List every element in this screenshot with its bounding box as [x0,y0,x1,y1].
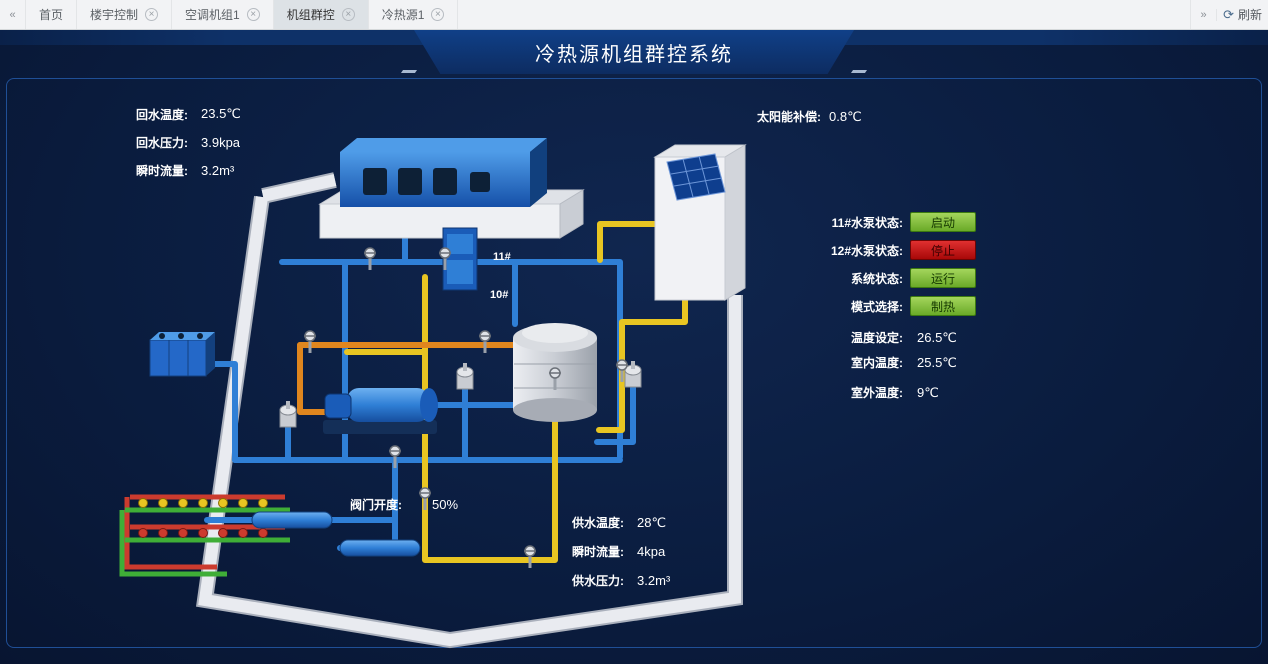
supply-water-metrics: 供水温度: 28℃ 瞬时流量: 4kpa 供水压力: 3.2m³ [560,508,670,595]
control-panel: 11#水泵状态: 启动 12#水泵状态: 停止 系统状态: 运行 模式选择: 制… [815,212,976,405]
return-water-metrics: 回水温度: 23.5℃ 回水压力: 3.9kpa 瞬时流量: 3.2m³ [118,100,241,184]
ahu-unit [318,138,585,239]
mode-select-row: 模式选择: 制热 [815,296,976,316]
tab-building-control[interactable]: 楼宇控制 × [77,0,173,29]
metric-label: 瞬时流量: [572,545,624,559]
metric-label: 回水压力: [136,135,188,150]
tab-bar: « 首页 楼宇控制 × 空调机组1 × 机组群控 × 冷热源1 × » ⟳ 刷新 [0,0,1268,30]
page-title: 冷热源机组群控系统 [535,43,733,66]
reading-value: 26.5℃ [917,329,957,345]
refresh-icon: ⟳ [1223,6,1234,22]
metric-row: 回水温度: 23.5℃ [118,100,241,128]
tab-list: 首页 楼宇控制 × 空调机组1 × 机组群控 × 冷热源1 × [26,0,1190,29]
close-icon[interactable]: × [431,8,445,21]
temperature-readings: 温度设定: 26.5℃ 室内温度: 25.5℃ 室外温度: 9℃ [815,325,976,405]
solar-panel [666,153,726,201]
refresh-label: 刷新 [1237,8,1262,22]
metric-row: 瞬时流量: 4kpa [560,537,670,566]
tab-unit-group-control[interactable]: 机组群控 × [273,0,369,29]
fan-coil-units [149,332,215,377]
reading-label: 室内温度: [851,356,903,370]
solar-compensation-metric: 太阳能补偿: 0.8℃ [757,108,862,125]
scada-main-view: 冷热源机组群控系统 [0,30,1268,664]
metric-label: 回水温度: [136,107,188,122]
page-title-plate: 冷热源机组群控系统 [414,30,854,74]
tab-home[interactable]: 首页 [26,0,78,29]
chiller-pump-unit [323,388,438,434]
close-icon[interactable]: × [246,8,260,21]
double-chevron-right-icon: » [1200,8,1207,21]
pump-12-status-button[interactable]: 停止 [910,240,976,260]
close-icon[interactable]: × [341,8,355,21]
scroll-tabs-left-button[interactable]: « [0,0,26,29]
double-chevron-left-icon: « [9,8,16,21]
room-walls [195,172,743,649]
scroll-tabs-right-button[interactable]: » [1191,8,1218,21]
system-status-button[interactable]: 运行 [910,268,976,288]
solar-tank-unit [653,144,747,301]
metric-label: 太阳能补偿: [757,110,821,124]
metric-label: 阀门开度: [350,498,402,512]
metric-label: 供水压力: [572,574,624,588]
tab-label: 冷热源1 [381,8,425,22]
refresh-button[interactable]: ⟳ 刷新 [1217,6,1268,23]
metric-value: 3.2m³ [201,162,235,178]
status-label: 12#水泵状态: [830,243,903,258]
tab-label: 楼宇控制 [90,8,139,22]
metric-value: 0.8℃ [829,108,862,124]
reading-label: 室外温度: [851,386,903,400]
metric-value: 3.9kpa [201,134,241,150]
distribution-manifold [119,494,290,577]
metric-value: 3.2m³ [637,573,671,588]
tab-cold-heat-source-1[interactable]: 冷热源1 × [369,0,459,29]
valve-opening-metric: 阀门开度: 50% [350,496,458,513]
tab-label: 空调机组1 [185,8,240,22]
metric-value: 4kpa [637,544,666,559]
indoor-temperature-row: 室内温度: 25.5℃ [815,350,976,375]
storage-tank [513,323,597,422]
set-temperature-row: 温度设定: 26.5℃ [815,325,976,350]
pump-11-status-row: 11#水泵状态: 启动 [815,212,976,232]
air-separators [251,511,421,557]
reading-value: 25.5℃ [917,354,957,370]
system-status-row: 系统状态: 运行 [815,268,976,288]
reading-label: 温度设定: [851,331,903,345]
metric-row: 回水压力: 3.9kpa [118,128,241,156]
outdoor-temperature-row: 室外温度: 9℃ [815,380,976,405]
metric-label: 瞬时流量: [136,163,188,178]
control-cabinet [442,227,478,291]
tab-ahu-1[interactable]: 空调机组1 × [172,0,274,29]
metric-value: 50% [432,497,459,512]
banner-accent-right [850,70,868,73]
pump-10-label: 10# [490,289,508,301]
reading-value: 9℃ [917,384,939,400]
status-label: 11#水泵状态: [831,215,903,230]
close-icon[interactable]: × [145,8,159,21]
pump-11-label: 11# [493,251,511,263]
metric-row: 供水温度: 28℃ [560,508,670,537]
metric-row: 供水压力: 3.2m³ [560,566,670,595]
metric-row: 瞬时流量: 3.2m³ [118,156,241,184]
metric-value: 28℃ [637,514,667,530]
pump-12-status-row: 12#水泵状态: 停止 [815,240,976,260]
plant-room-diagram: 11# 10# [119,138,747,649]
banner-accent-left [400,70,418,73]
tab-bar-right-controls: » ⟳ 刷新 [1190,0,1268,29]
pump-11-status-button[interactable]: 启动 [910,212,976,232]
metric-value: 23.5℃ [201,106,241,121]
status-label: 系统状态: [851,271,903,286]
status-label: 模式选择: [851,299,903,314]
metric-label: 供水温度: [572,516,624,530]
tab-label: 机组群控 [286,8,335,22]
mode-select-button[interactable]: 制热 [910,296,976,316]
tab-label: 首页 [39,8,64,22]
